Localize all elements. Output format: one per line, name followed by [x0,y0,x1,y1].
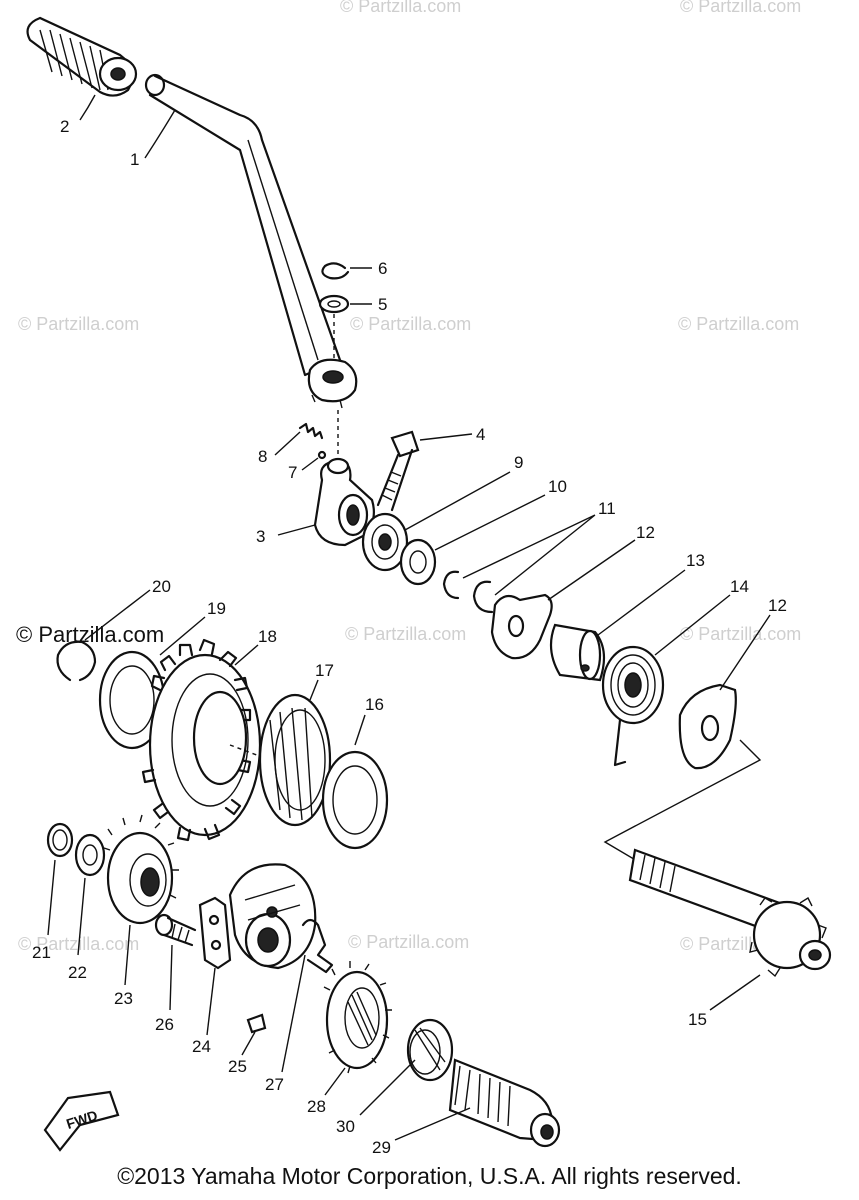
callout-18: 18 [258,627,277,646]
part-2-grip [26,16,138,97]
callout-14: 14 [730,577,749,596]
callout-30: 30 [336,1117,355,1136]
fwd-marker: FWD [43,1090,120,1152]
callout-13: 13 [686,551,705,570]
part-14-coil-spring [601,645,665,767]
callout-7: 7 [288,463,297,482]
callout-28: 28 [307,1097,326,1116]
callout-23: 23 [114,989,133,1008]
callout-21: 21 [32,943,51,962]
part-17-needle-bearing [258,693,332,827]
callouts: 2 1 6 5 4 8 7 3 9 10 11 12 13 14 12 20 1… [32,117,787,1157]
copyright-notice: ©2013 Yamaha Motor Corporation, U.S.A. A… [117,1163,742,1189]
part-15-kick-shaft [628,848,832,978]
callout-1: 1 [130,150,139,169]
callout-25: 25 [228,1057,247,1076]
callout-22: 22 [68,963,87,982]
watermark-9: © Partzilla.com [348,932,469,952]
watermark-5: © Partzilla.com [678,314,799,334]
part-11-clips [442,570,494,614]
callout-6: 6 [378,259,387,278]
callout-10: 10 [548,477,567,496]
part-9-bearing [361,512,409,572]
callout-11: 11 [598,499,616,518]
callout-2: 2 [60,117,69,136]
callout-24: 24 [192,1037,211,1056]
callout-5: 5 [378,295,387,314]
callout-12-lower: 12 [768,596,787,615]
part-24-ratchet-housing [228,863,317,970]
callout-9: 9 [514,453,523,472]
leader-lines [47,94,771,1141]
callout-20: 20 [152,577,171,596]
watermark-6: © Partzilla.com [345,624,466,644]
callout-27: 27 [265,1075,284,1094]
part-10-washer [399,538,437,586]
part-3-boss [313,457,375,547]
part-26-bolt [154,913,197,947]
part-28-gear [323,961,392,1074]
part-21-circlip [46,822,74,858]
callout-16: 16 [365,695,384,714]
part-23-gear [103,814,179,925]
part-25-pin [246,1013,267,1034]
part-5-washer [318,294,350,314]
part-22-washer [74,833,106,877]
watermark-3: © Partzilla.com [18,314,139,334]
watermark-2: © Partzilla.com [680,0,801,16]
part-12-plate-upper [490,593,553,660]
callout-15: 15 [688,1010,707,1029]
watermark-1: © Partzilla.com [340,0,461,16]
part-20-circlip [56,640,97,682]
part-8-spring [298,422,324,440]
part-1-kick-crank [144,73,358,409]
callout-12-upper: 12 [636,523,655,542]
watermarks: © Partzilla.com © Partzilla.com © Partzi… [18,0,801,954]
part-27-spring-clip [301,918,334,974]
part-19-washer [98,650,166,750]
part-13-sleeve [549,623,606,682]
part-24-bracket [198,896,232,970]
callout-26: 26 [155,1015,174,1034]
part-7-ball [317,450,327,460]
watermark-4: © Partzilla.com [350,314,471,334]
watermark-7: © Partzilla.com [680,624,801,644]
part-4-bolt [376,430,420,512]
part-6-circlip [321,262,350,280]
callout-4: 4 [476,425,485,444]
callout-17: 17 [315,661,334,680]
part-18-kick-gear [141,638,262,842]
part-16-washer [321,750,389,850]
callout-8: 8 [258,447,267,466]
callout-3: 3 [256,527,265,546]
watermark-dark: © Partzilla.com [16,622,164,647]
part-30-spring [406,1018,454,1082]
part-29-spiral-shaft [448,1058,561,1148]
callout-19: 19 [207,599,226,618]
part-12-plate-lower [678,683,737,770]
callout-29: 29 [372,1138,391,1157]
